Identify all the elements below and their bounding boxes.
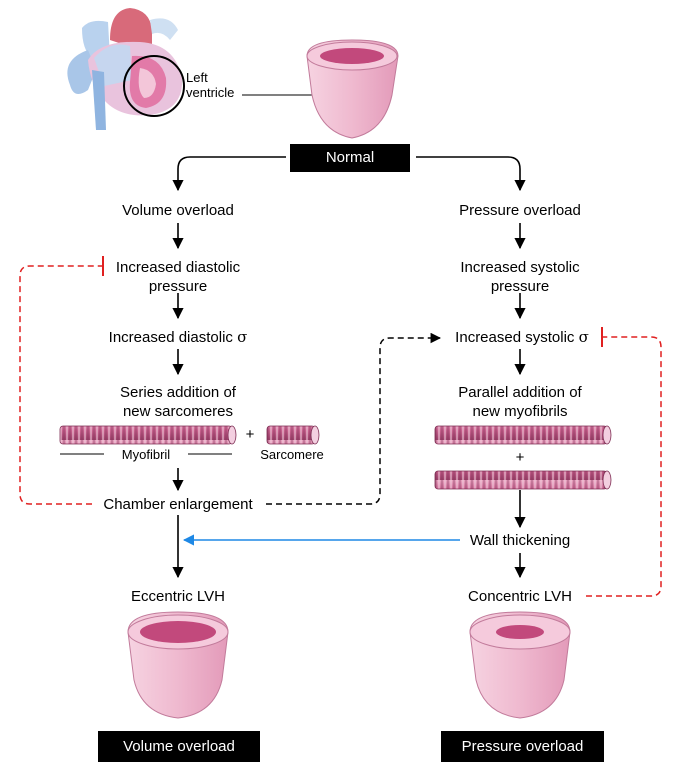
chamber-to-systolic-loop	[266, 332, 442, 505]
sigma-symbol: σ	[237, 328, 248, 346]
pressure-overload-footer-label: Pressure overload	[461, 738, 584, 755]
volume-overload-step: Volume overload	[122, 202, 234, 219]
increased-systolic-pressure-step: Increased systolic pressure	[460, 258, 579, 296]
normal-box: Normal	[290, 144, 410, 172]
left-ventricle-label-line1: Left	[186, 70, 208, 85]
sarcomere-icon	[266, 425, 320, 445]
left-inhibit-loop	[19, 265, 102, 505]
parallel-addition-line2: new myofibrils	[472, 403, 568, 420]
parallel-addition-line1: Parallel addition of	[458, 384, 582, 401]
wall-thickening-step: Wall thickening	[469, 532, 571, 549]
increased-systolic-pressure-line1: Increased systolic	[460, 259, 580, 276]
left-ventricle-label: Left ventricle	[186, 70, 234, 100]
parallel-plus-sign: +	[515, 449, 525, 466]
normal-ventricle-icon	[306, 39, 399, 139]
pressure-overload-step: Pressure overload	[459, 202, 581, 219]
eccentric-lvh-step: Eccentric LVH	[131, 588, 225, 605]
sarcomere-label: Sarcomere	[260, 447, 324, 462]
sigma-symbol-systolic: σ	[578, 328, 589, 346]
series-plus-sign: +	[245, 426, 255, 443]
increased-diastolic-pressure-step: Increased diastolic pressure	[116, 258, 240, 296]
increased-systolic-pressure-line2: pressure	[490, 278, 550, 295]
pressure-overload-footer: Pressure overload	[441, 731, 604, 762]
heart-illustration	[67, 8, 185, 130]
increased-diastolic-stress-step: Increased diastolic σ	[109, 328, 248, 347]
increased-diastolic-pressure-line1: Increased diastolic	[115, 259, 241, 276]
parallel-addition-step: Parallel addition of new myofibrils	[458, 383, 581, 421]
volume-overload-footer-label: Volume overload	[123, 738, 235, 755]
right-inhibit-loop	[586, 336, 662, 597]
myofibril-series-icon	[59, 425, 237, 445]
concentric-lvh-step: Concentric LVH	[468, 588, 572, 605]
series-addition-step: Series addition of new sarcomeres	[120, 383, 236, 421]
eccentric-ventricle-icon	[127, 611, 229, 719]
increased-systolic-stress-step: Increased systolic σ	[455, 328, 589, 347]
left-ventricle-label-line2: ventricle	[186, 85, 235, 100]
series-addition-line1: Series addition of	[120, 384, 236, 401]
series-addition-line2: new sarcomeres	[122, 403, 234, 420]
parallel-myofibril-bottom-icon	[434, 470, 612, 490]
increased-diastolic-stress-text: Increased diastolic	[108, 329, 233, 346]
parallel-myofibril-top-icon	[434, 425, 612, 445]
normal-label: Normal	[325, 149, 375, 166]
myofibril-label: Myofibril	[121, 447, 171, 462]
volume-overload-footer: Volume overload	[98, 731, 260, 762]
concentric-ventricle-icon	[469, 611, 571, 719]
flow-arrows	[172, 156, 526, 579]
increased-diastolic-pressure-line2: pressure	[148, 278, 208, 295]
chamber-enlargement-step: Chamber enlargement	[103, 496, 253, 513]
increased-systolic-stress-text: Increased systolic	[455, 329, 575, 346]
